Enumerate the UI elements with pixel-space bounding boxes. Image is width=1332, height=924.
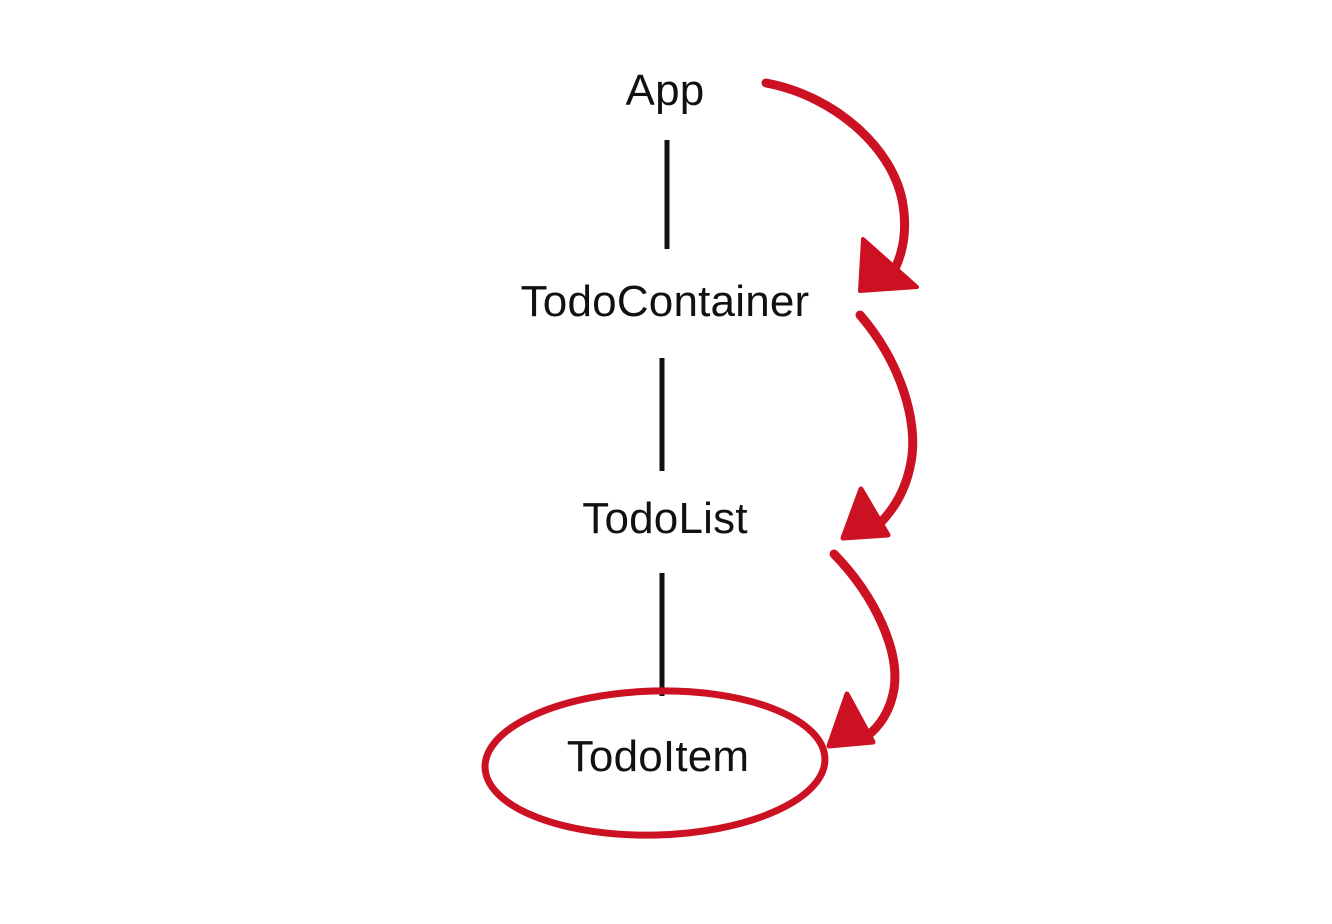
node-label-todo-container: TodoContainer [520, 277, 810, 326]
todo-item-highlight-ellipse [481, 687, 829, 839]
flow-arrow-head-icon [826, 691, 876, 749]
flow-arrow-app-to-container [761, 78, 919, 293]
flow-arrow-shaft-icon [761, 78, 910, 290]
flow-arrow-shaft-icon [829, 549, 900, 745]
node-label-todo-item: TodoItem [566, 732, 750, 781]
node-label-app: App [625, 66, 705, 115]
flow-arrow-list-to-item [826, 549, 900, 749]
connector-group [659, 140, 670, 696]
flow-arrow-head-icon [858, 237, 919, 293]
flow-arrow-shaft-icon [855, 310, 918, 532]
flow-arrow-head-icon [840, 486, 891, 541]
flow-arrow-container-to-list [840, 310, 918, 541]
node-label-todo-list: TodoList [582, 494, 748, 543]
